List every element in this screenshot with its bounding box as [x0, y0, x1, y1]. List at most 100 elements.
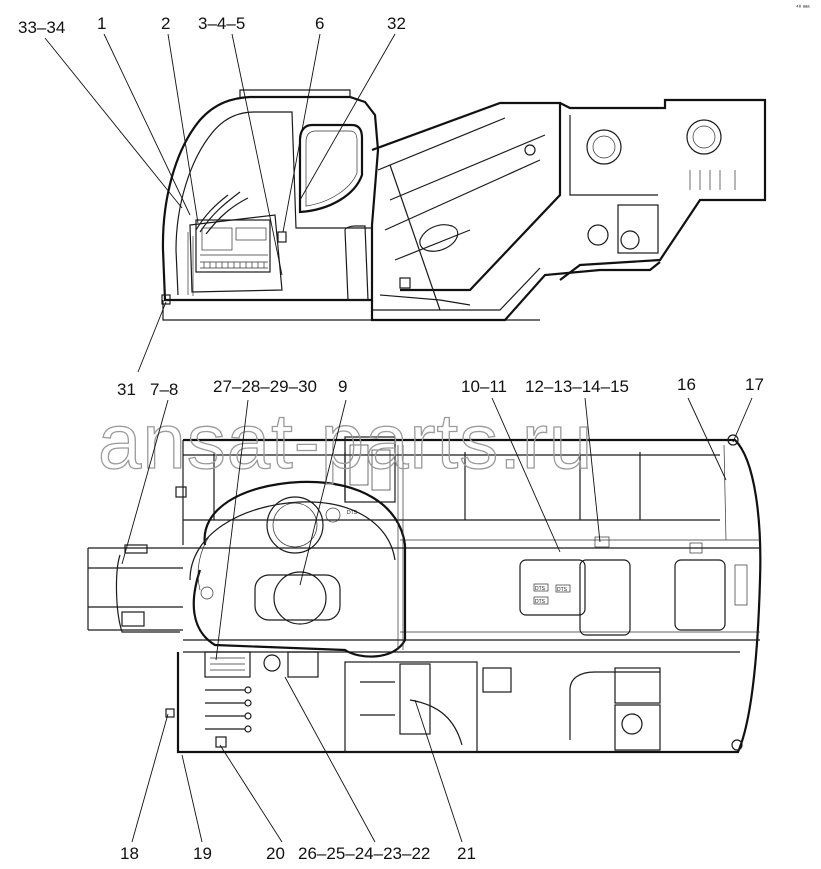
small-port — [200, 586, 214, 600]
callout-2: 2 — [161, 14, 170, 33]
relay-bank — [349, 444, 369, 486]
display-unit — [287, 651, 319, 678]
side-view — [161, 89, 767, 322]
callout-9: 9 — [338, 377, 347, 396]
terminal-pins — [203, 262, 265, 268]
center-pivot — [273, 571, 327, 625]
callout-3-4-5: 3–4–5 — [198, 14, 245, 33]
center-plate — [254, 574, 341, 621]
boom-lower-link — [379, 294, 471, 306]
rear-bracket — [734, 564, 748, 606]
plug-1 — [244, 686, 252, 694]
side-leaders — [44, 33, 396, 373]
callout-33-34: 33–34 — [18, 18, 65, 37]
dts-text-3: DTS — [557, 587, 568, 593]
slew-ring — [192, 480, 407, 658]
top-leaders — [121, 397, 753, 843]
main-electrical-box — [344, 436, 396, 503]
frame-inner-rails — [400, 539, 760, 633]
boom-bracing — [377, 117, 546, 261]
sensor-box-right — [689, 542, 703, 554]
dts-label-1 — [533, 583, 549, 592]
fuse-block — [235, 227, 267, 241]
relay-block — [201, 227, 233, 251]
callout-32: 32 — [387, 14, 406, 33]
callouts: 33–34 1 2 3–4–5 6 32 31 7–8 27–28–29–30 … — [18, 14, 764, 863]
chassis-bracket — [399, 277, 411, 289]
callout-27-30: 27–28–29–30 — [213, 377, 317, 396]
cab-roof-rail — [239, 89, 351, 97]
rear-port-right — [686, 119, 722, 155]
frame-rails — [183, 454, 760, 653]
turret-top-circle — [266, 496, 324, 554]
operator-switches — [210, 657, 245, 671]
corner-light-bottom — [731, 739, 743, 751]
slew-ring-teeth — [197, 534, 211, 591]
pump-housing-bottom — [614, 704, 661, 751]
cab-shell — [161, 95, 380, 302]
pump-motor — [587, 224, 609, 246]
gauge — [263, 654, 281, 672]
contactor-bank — [371, 449, 391, 491]
outrigger-pad-top — [124, 544, 148, 554]
callout-18: 18 — [120, 844, 139, 863]
boom-pivot — [524, 144, 536, 156]
valve-bank — [399, 663, 431, 735]
wire-harness-vertical — [187, 232, 194, 296]
hydraulic-lines — [360, 681, 463, 746]
wire-harness-upper — [195, 191, 249, 235]
callout-7-8: 7–8 — [150, 380, 178, 399]
dts-label-2 — [533, 596, 549, 605]
trunk-cable — [397, 445, 404, 650]
cab-inner-frame — [175, 111, 372, 296]
boom-structure — [371, 101, 562, 292]
sensor-box — [594, 536, 610, 548]
callout-1: 1 — [97, 14, 106, 33]
outrigger-beams — [88, 547, 183, 631]
boom-cutout — [419, 224, 459, 252]
rear-vents — [689, 170, 736, 190]
pump-housing-top — [614, 667, 661, 704]
side-connector — [175, 486, 187, 498]
watermark: ansat-parts.ru — [98, 397, 593, 485]
cable-bundle — [205, 689, 245, 730]
deck-outline — [176, 438, 762, 754]
operator-panel — [204, 651, 251, 678]
plug-3 — [244, 712, 252, 720]
rear-plate — [674, 559, 726, 631]
rear-port-right-inner — [692, 125, 716, 149]
callout-10-11: 10–11 — [461, 377, 507, 396]
chassis-rail — [370, 261, 661, 322]
callout-31: 31 — [117, 380, 136, 399]
counterweight-body — [559, 98, 767, 281]
callout-26-22: 26–25–24–23–22 — [298, 844, 430, 863]
right-cable — [723, 444, 727, 541]
slew-ring-inner — [189, 501, 396, 581]
pump-rotor — [621, 713, 643, 735]
small-relay — [215, 736, 227, 748]
seat-bracket — [344, 225, 369, 301]
boom-cable — [389, 164, 441, 311]
corner-light — [727, 434, 739, 446]
outrigger-pad-bottom — [121, 611, 145, 627]
callout-16: 16 — [677, 375, 696, 394]
top-view: DTS DTS DTS DTS — [87, 434, 762, 754]
pump-wheel — [620, 230, 640, 250]
mid-plate — [519, 559, 586, 616]
left-connector — [165, 708, 175, 718]
dts-text-2: DTS — [535, 599, 546, 605]
base-connector — [161, 294, 171, 305]
callout-12-15: 12–13–14–15 — [525, 377, 629, 396]
turret-top-inner — [272, 502, 318, 548]
pump-unit — [617, 204, 659, 254]
grease-port — [325, 507, 341, 523]
door-panel — [189, 214, 283, 293]
chassis-rail-inner — [372, 267, 541, 311]
rear-port-left-inner — [592, 135, 616, 159]
pump-hose — [569, 671, 660, 740]
cab-window-inner — [305, 130, 358, 207]
callout-20: 20 — [266, 844, 285, 863]
plug-4 — [244, 725, 252, 733]
dts-text-4: DTS — [347, 510, 358, 516]
